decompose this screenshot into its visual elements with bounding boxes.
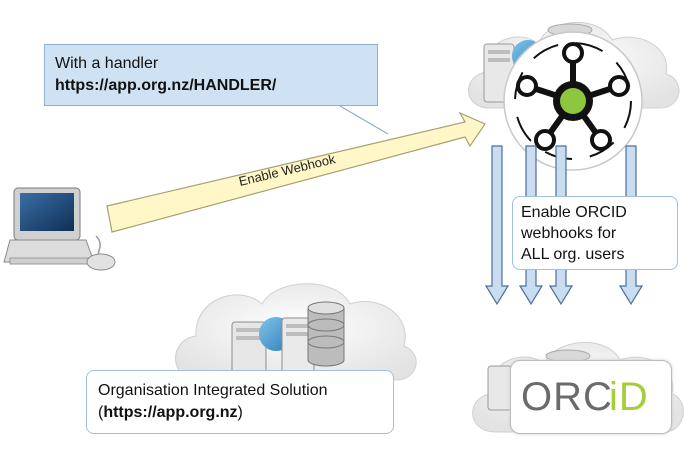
desktop-computer-icon (3, 187, 116, 271)
handler-url: https://app.org.nz/HANDLER/ (55, 77, 277, 94)
orcid-note-line2: webhooks for (521, 225, 617, 242)
orcid-webhook-note: Enable ORCID webhooks for ALL org. users (512, 196, 678, 270)
down-arrow-1 (484, 145, 510, 306)
orcid-logo: ORC iD (510, 360, 672, 434)
server-cluster-icon (231, 301, 345, 385)
orcid-logo-text-right: iD (609, 375, 649, 419)
hub-icon (503, 31, 643, 171)
enable-webhook-arrow: Enable Webhook (106, 111, 486, 233)
org-url-prefix: ( (98, 404, 104, 421)
organisation-solution-box: Organisation Integrated Solution (https:… (86, 370, 394, 434)
org-box-line2: (https://app.org.nz) (98, 402, 382, 424)
callout-pointer (339, 105, 389, 135)
handler-callout: With a handler https://app.org.nz/HANDLE… (44, 44, 378, 106)
org-box-line1: Organisation Integrated Solution (98, 382, 328, 399)
callout-line1: With a handler (55, 55, 159, 72)
orcid-logo-text-left: ORC (521, 375, 613, 419)
orcid-note-line1: Enable ORCID (521, 204, 627, 221)
orcid-note-line3: ALL org. users (521, 246, 625, 263)
org-url-suffix: ) (237, 404, 243, 421)
org-url: https://app.org.nz (103, 404, 238, 421)
